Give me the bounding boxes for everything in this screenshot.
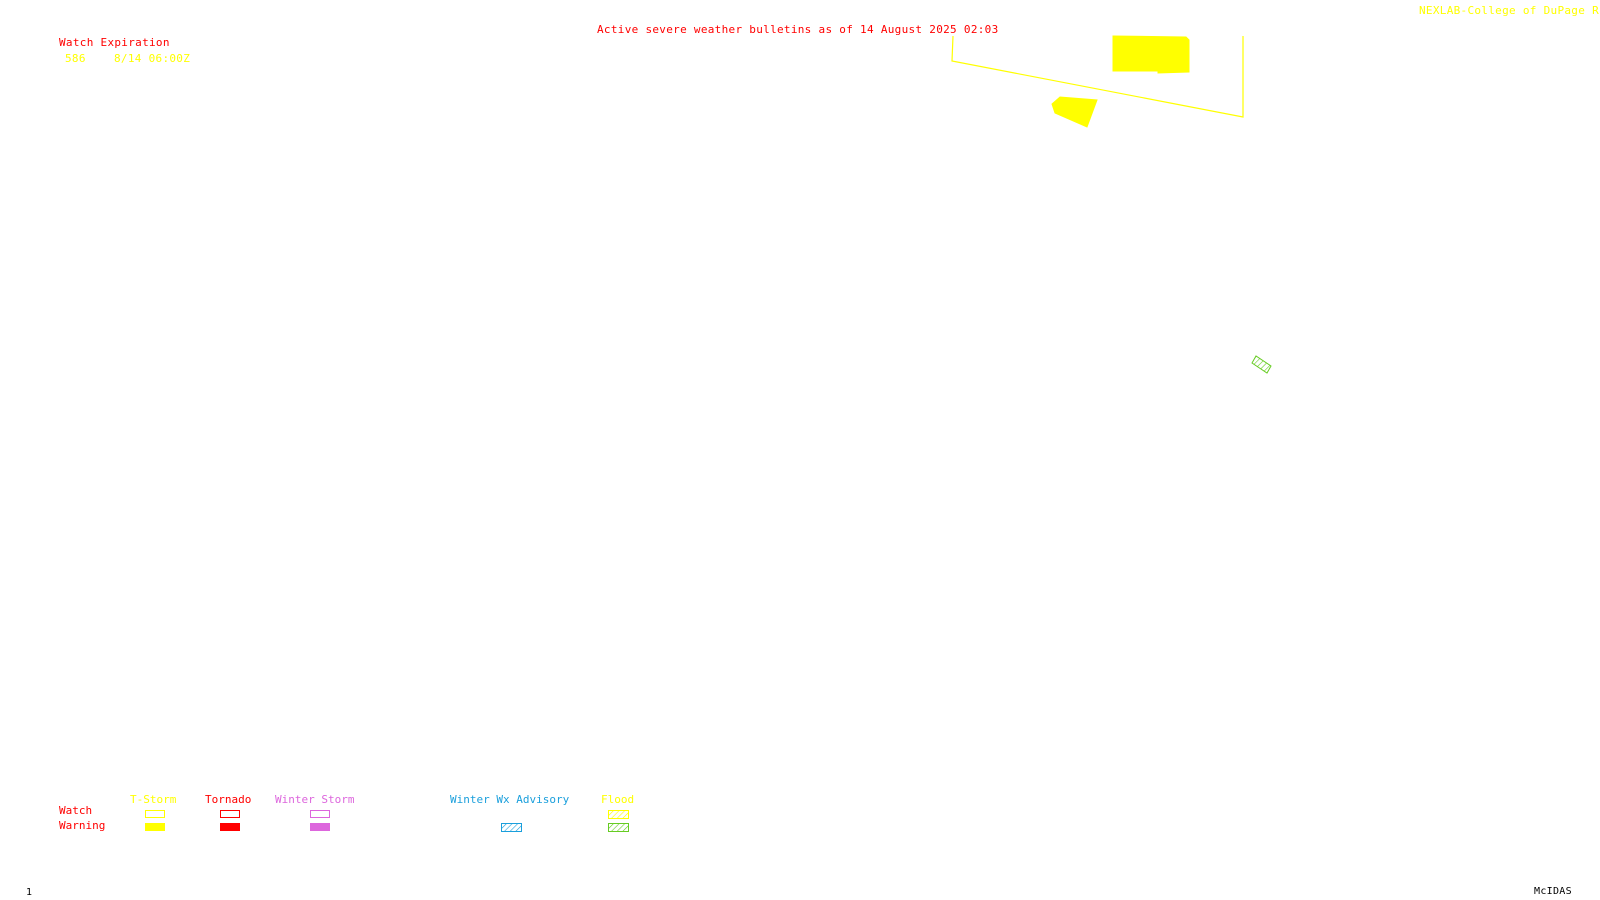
watch-expiration-time: 8/14 06:00Z <box>114 52 191 65</box>
legend-category-tornado: Tornado <box>205 793 252 806</box>
legend-swatch-winter-wx-advisory <box>501 823 522 832</box>
legend-swatch-tstorm-watch <box>145 810 165 818</box>
legend-swatch-winter-storm-watch <box>310 810 330 818</box>
tstorm-watch-outline <box>951 35 1244 118</box>
legend-swatch-tstorm-warning <box>145 823 165 831</box>
legend-category-winter-wx-advisory: Winter Wx Advisory <box>450 793 570 806</box>
watch-expiration-heading: Watch Expiration <box>59 36 170 49</box>
page-title: Active severe weather bulletins as of 14… <box>597 23 999 36</box>
legend-category-tstorm: T-Storm <box>130 793 177 806</box>
frame-number: 1 <box>26 887 33 898</box>
legend-swatch-flood-watch <box>608 810 629 819</box>
credit-label: NEXLAB-College of DuPage R <box>1419 5 1599 17</box>
watch-expiration-id: 586 <box>65 52 86 65</box>
legend-swatch-tornado-watch <box>220 810 240 818</box>
tstorm-warning-polygon <box>1051 96 1098 128</box>
tstorm-warning-polygon <box>1112 35 1190 74</box>
legend-swatch-winter-storm-warning <box>310 823 330 831</box>
legend-swatch-flood-warning <box>608 823 629 832</box>
legend-category-winter-storm: Winter Storm <box>275 793 355 806</box>
legend-row-watch: Watch <box>59 804 93 817</box>
legend-swatch-tornado-warning <box>220 823 240 831</box>
legend-category-flood: Flood <box>601 793 635 806</box>
software-label: McIDAS <box>1534 886 1572 897</box>
flood-warning-polygon <box>1251 355 1272 374</box>
legend-row-warning: Warning <box>59 819 106 832</box>
